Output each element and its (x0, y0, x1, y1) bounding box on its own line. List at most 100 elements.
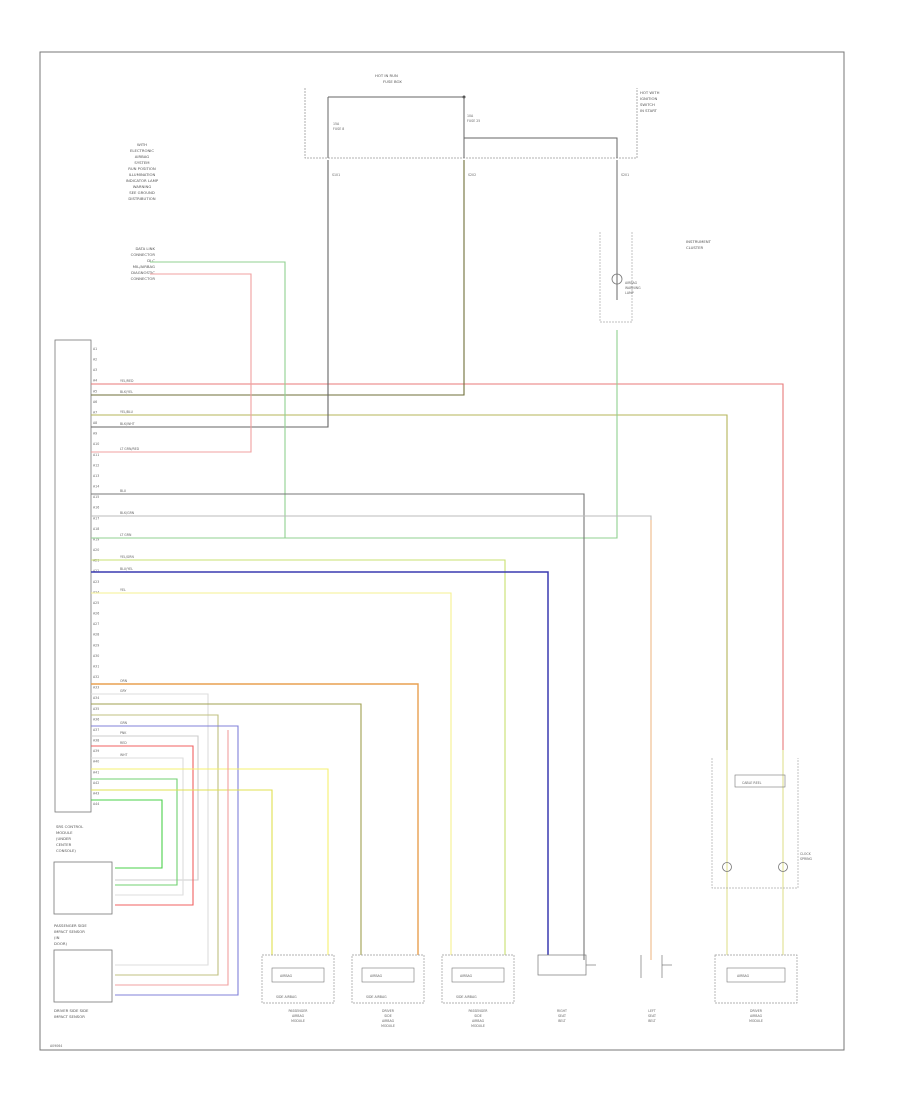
srs-pin-label: A13 (93, 474, 99, 478)
svg-text:DLC: DLC (147, 258, 155, 263)
svg-text:BLU/YEL: BLU/YEL (120, 567, 133, 571)
srs-pin-label: A23 (93, 580, 99, 584)
srs-pin-label: A31 (93, 664, 99, 668)
svg-text:MODULE: MODULE (749, 1019, 763, 1023)
srs-pin-label: A29 (93, 643, 99, 647)
srs-pin-label: A44 (93, 802, 99, 806)
svg-text:SIDE: SIDE (384, 1014, 391, 1018)
srs-pin-label: A26 (93, 612, 99, 616)
diagram-frame (39, 51, 845, 1051)
srs-pin-label: A16 (93, 506, 99, 510)
svg-text:SIDE AIRBAG: SIDE AIRBAG (456, 995, 477, 999)
svg-text:YEL/GRN: YEL/GRN (120, 555, 134, 559)
srs-pin-label: A12 (93, 463, 99, 467)
svg-text:AIRBAG: AIRBAG (280, 974, 293, 978)
airbag-module-1: AIRBAG SIDE AIRBAG PASSENGER AIRBAG MODU… (261, 954, 335, 1023)
svg-text:(UNDER: (UNDER (56, 836, 71, 841)
svg-text:HOT WITH: HOT WITH (640, 90, 660, 95)
svg-text:SPRING: SPRING (800, 857, 812, 861)
srs-pin-label: A39 (93, 749, 99, 753)
top-note: WITH ELECTRONIC AIRBAG SYSTEM RUN POSITI… (126, 142, 159, 201)
svg-text:IMPACT SENSOR: IMPACT SENSOR (54, 1014, 85, 1019)
hot-at-all-times-note: HOT WITH IGNITION SWITCH IN START (640, 90, 660, 113)
srs-pin-label: A37 (93, 728, 99, 732)
srs-control-module: A1A2A3A4A5A6A7A8A9A10A11A12A13A14A15A16A… (54, 339, 99, 853)
svg-text:YEL: YEL (120, 588, 126, 592)
svg-text:SIDE AIRBAG: SIDE AIRBAG (276, 995, 297, 999)
svg-text:SYSTEM: SYSTEM (134, 160, 149, 165)
svg-text:LEFT: LEFT (648, 1009, 656, 1013)
srs-pin-label: A24 (93, 590, 99, 594)
svg-text:INSTRUMENT: INSTRUMENT (686, 239, 712, 244)
svg-text:BLU: BLU (120, 489, 127, 493)
fuse-2-rating: 10A (467, 114, 474, 118)
svg-text:AIRBAG: AIRBAG (382, 1019, 395, 1023)
svg-text:SIDE: SIDE (474, 1014, 481, 1018)
srs-pin-label: A15 (93, 495, 99, 499)
svg-text:CABLE REEL: CABLE REEL (742, 781, 762, 785)
seat-belt-left: LEFT SEAT BELT (640, 955, 672, 1023)
svg-text:IMPACT SENSOR: IMPACT SENSOR (54, 929, 85, 934)
svg-text:CENTER: CENTER (56, 842, 72, 847)
svg-text:AIRBAG: AIRBAG (460, 974, 473, 978)
svg-text:CONNECTOR: CONNECTOR (131, 252, 156, 257)
svg-text:AIRBAG: AIRBAG (737, 974, 750, 978)
srs-pin-label: A19 (93, 538, 99, 542)
srs-pin-label: A11 (93, 453, 99, 457)
svg-text:INDICATOR LAMP: INDICATOR LAMP (126, 178, 159, 183)
svg-text:ILLUMINATION: ILLUMINATION (129, 172, 156, 177)
svg-text:DRIVER: DRIVER (750, 1009, 763, 1013)
splice-1: S101 (332, 173, 340, 177)
splice-3: S201 (621, 173, 629, 177)
svg-text:DISTRIBUTION: DISTRIBUTION (128, 196, 155, 201)
wiring (91, 160, 784, 996)
instrument-cluster-label: INSTRUMENT CLUSTER (686, 239, 712, 250)
svg-text:YEL/RED: YEL/RED (120, 379, 134, 383)
airbag-module-2: AIRBAG SIDE AIRBAG DRIVER SIDE AIRBAG MO… (351, 954, 425, 1028)
svg-text:DRIVER: DRIVER (382, 1009, 395, 1013)
svg-text:AIRBAG: AIRBAG (135, 154, 149, 159)
driver-side-impact-sensor: DRIVER SIDE SIDE IMPACT SENSOR (53, 949, 113, 1019)
srs-pin-label: A1 (93, 347, 97, 351)
svg-text:RIGHT: RIGHT (557, 1009, 567, 1013)
svg-text:PASSENGER: PASSENGER (468, 1009, 488, 1013)
svg-text:DATA LINK: DATA LINK (135, 246, 155, 251)
srs-pin-label: A32 (93, 675, 99, 679)
svg-text:MODULE: MODULE (381, 1024, 395, 1028)
svg-text:MODULE: MODULE (291, 1019, 305, 1023)
fuse-box: HOT IN RUN FUSE BOX 15A FUSE 8 10A FUSE … (304, 73, 660, 177)
svg-text:AIRBAG: AIRBAG (370, 974, 383, 978)
srs-pin-label: A25 (93, 601, 99, 605)
svg-text:(IN: (IN (54, 935, 60, 940)
svg-text:SIDE AIRBAG: SIDE AIRBAG (366, 995, 387, 999)
svg-text:CONSOLE): CONSOLE) (56, 848, 76, 853)
srs-pin-labels: A1A2A3A4A5A6A7A8A9A10A11A12A13A14A15A16A… (93, 347, 99, 806)
svg-text:SRS CONTROL: SRS CONTROL (56, 824, 84, 829)
fuse-box-sub: FUSE BOX (383, 79, 402, 84)
diagram-id: A09064 (50, 1044, 62, 1048)
svg-text:AIRBAG: AIRBAG (750, 1014, 763, 1018)
svg-text:LT GRN/RED: LT GRN/RED (120, 447, 140, 451)
wire-code-labels: YEL/RED BLK/YEL YEL/BLU BLK/WHT LT GRN/R… (120, 379, 140, 757)
splice-2: S202 (468, 173, 476, 177)
srs-pin-label: A38 (93, 739, 99, 743)
svg-text:MIL/AIRBAG: MIL/AIRBAG (133, 264, 155, 269)
srs-pin-label: A33 (93, 686, 99, 690)
svg-text:GRN: GRN (120, 721, 128, 725)
srs-pin-label: A5 (93, 389, 97, 393)
passenger-side-impact-sensor: PASSENGER SIDE IMPACT SENSOR (IN DOOR) (53, 861, 113, 946)
cable-reel: CABLE REEL CLOCK SPRING (711, 758, 812, 889)
svg-text:WHT: WHT (120, 753, 128, 757)
svg-text:CLOCK: CLOCK (800, 852, 812, 856)
svg-text:WITH: WITH (137, 142, 147, 147)
srs-pin-label: A40 (93, 760, 99, 764)
srs-pin-label: A9 (93, 432, 97, 436)
seat-belt-right: RIGHT SEAT BELT (537, 954, 596, 1023)
svg-text:SEE GROUND: SEE GROUND (129, 190, 155, 195)
svg-text:ORN: ORN (120, 679, 128, 683)
svg-text:DIAGNOSTIC: DIAGNOSTIC (131, 270, 155, 275)
svg-text:BELT: BELT (558, 1019, 566, 1023)
svg-text:MODULE: MODULE (56, 830, 73, 835)
srs-pin-label: A27 (93, 622, 99, 626)
